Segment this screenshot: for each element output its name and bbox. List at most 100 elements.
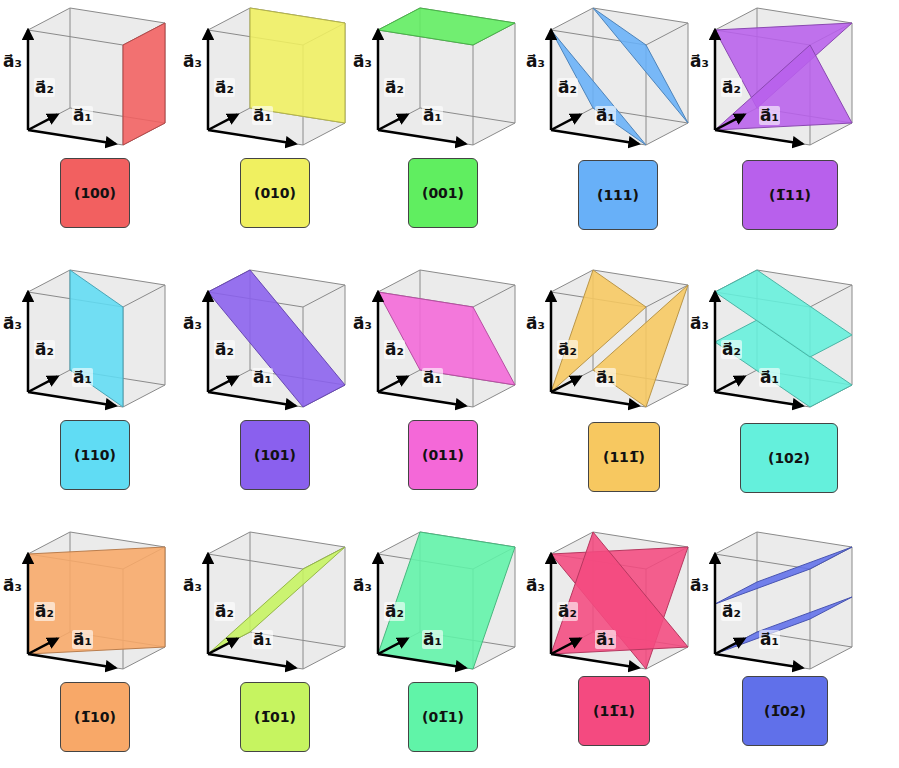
- cube-edge: [303, 647, 345, 669]
- axis-label: a⃗₂: [214, 78, 235, 97]
- basis-vector: [208, 130, 295, 144]
- lattice-plane: [208, 270, 345, 407]
- axis-label: a⃗₃: [689, 576, 710, 595]
- lattice-plane: [70, 270, 123, 407]
- basis-vector: [207, 292, 210, 392]
- cube-edge: [378, 270, 420, 292]
- miller-index: (001): [422, 185, 464, 201]
- cube-edge: [208, 108, 250, 130]
- cube-edge: [420, 270, 515, 285]
- miller-index: (101): [254, 447, 296, 463]
- miller-index: (111): [597, 187, 639, 203]
- cube-edge: [208, 532, 250, 554]
- cube-edge: [551, 8, 593, 30]
- unit-cell-cube: [28, 270, 165, 407]
- basis-vector: [550, 554, 553, 654]
- cube-edge: [165, 285, 166, 385]
- cube-edge: [208, 554, 303, 569]
- cube-edge: [688, 547, 689, 647]
- cube-edge: [208, 130, 303, 145]
- basis-vector: [551, 115, 580, 130]
- axis-label: a⃗₃: [352, 576, 373, 595]
- cube-edge: [70, 532, 165, 547]
- index-box: (111̅): [588, 422, 660, 492]
- unit-cell-cube: [378, 270, 515, 407]
- axis-label: a⃗₁: [72, 368, 93, 387]
- index-box: (101): [240, 420, 310, 490]
- cube-edge: [378, 30, 379, 130]
- cube-edge: [378, 292, 379, 392]
- basis-vector: [715, 654, 802, 668]
- lattice-plane: [378, 8, 515, 45]
- basis-vector: [551, 654, 638, 668]
- cube-edge: [303, 123, 345, 145]
- axis-label: a⃗₃: [182, 52, 203, 71]
- axis-label: a⃗₂: [384, 78, 405, 97]
- axis-label: a⃗₃: [2, 52, 23, 71]
- cube-edge: [473, 285, 515, 307]
- index-box: (1̅10): [60, 682, 130, 752]
- cube-edge: [208, 554, 209, 654]
- cube-edge: [551, 654, 646, 669]
- cube-edge: [303, 285, 345, 307]
- cube-edge: [208, 8, 250, 30]
- cube-edge: [757, 8, 852, 23]
- cube-edge: [551, 292, 552, 392]
- basis-vector: [378, 654, 465, 668]
- cube-edge: [688, 23, 689, 123]
- index-box: (102): [740, 423, 838, 493]
- basis-vector: [28, 115, 57, 130]
- axis-label: a⃗₁: [759, 106, 780, 125]
- axis-label: a⃗₂: [557, 602, 578, 621]
- cube-face: [28, 270, 70, 392]
- basis-vector: [715, 639, 744, 654]
- cube-edge: [70, 8, 165, 23]
- axis-label: a⃗₃: [2, 314, 23, 333]
- axis-label: a⃗₁: [252, 106, 273, 125]
- cube-face: [28, 8, 70, 130]
- miller-index: (1̅11): [769, 187, 811, 203]
- lattice-plane: [123, 23, 165, 145]
- cube-edge: [715, 532, 757, 554]
- axis-label: a⃗₁: [759, 368, 780, 387]
- basis-vector: [714, 554, 717, 654]
- unit-cell-cube: [28, 532, 165, 669]
- cube-edge: [28, 130, 123, 145]
- index-box: (11̅1): [578, 676, 650, 746]
- miller-index: (111̅): [603, 449, 645, 465]
- miller-index: (01̅1): [422, 709, 464, 725]
- axis-label: a⃗₁: [252, 630, 273, 649]
- basis-vector: [208, 654, 295, 668]
- index-box: (110): [60, 420, 130, 490]
- cube-edge: [646, 123, 688, 145]
- axis-label: a⃗₃: [182, 576, 203, 595]
- cube-edge: [28, 532, 70, 554]
- miller-index: (102): [768, 450, 810, 466]
- cube-edge: [28, 30, 123, 45]
- axis-label: a⃗₂: [34, 602, 55, 621]
- axis-label: a⃗₂: [34, 78, 55, 97]
- cube-edge: [123, 647, 165, 669]
- cube-edge: [810, 123, 852, 145]
- basis-vector: [550, 292, 553, 392]
- axis-label: a⃗₂: [557, 78, 578, 97]
- unit-cell-cube: [378, 532, 515, 669]
- cube-edge: [715, 130, 810, 145]
- lattice-plane: [715, 45, 852, 130]
- cube-edge: [28, 654, 123, 669]
- basis-vector: [377, 30, 380, 130]
- axis-label: a⃗₃: [352, 52, 373, 71]
- cube-edge: [28, 30, 29, 130]
- basis-vector: [377, 292, 380, 392]
- basis-vector: [27, 30, 30, 130]
- axis-label: a⃗₁: [422, 368, 443, 387]
- cube-edge: [551, 108, 593, 130]
- basis-vector: [715, 377, 744, 392]
- unit-cell-cube: [208, 532, 345, 669]
- index-box: (001): [408, 158, 478, 228]
- lattice-plane: [715, 597, 852, 654]
- axis-label: a⃗₁: [595, 368, 616, 387]
- cube-edge: [378, 130, 473, 145]
- basis-vector: [28, 392, 115, 406]
- axis-label: a⃗₁: [595, 630, 616, 649]
